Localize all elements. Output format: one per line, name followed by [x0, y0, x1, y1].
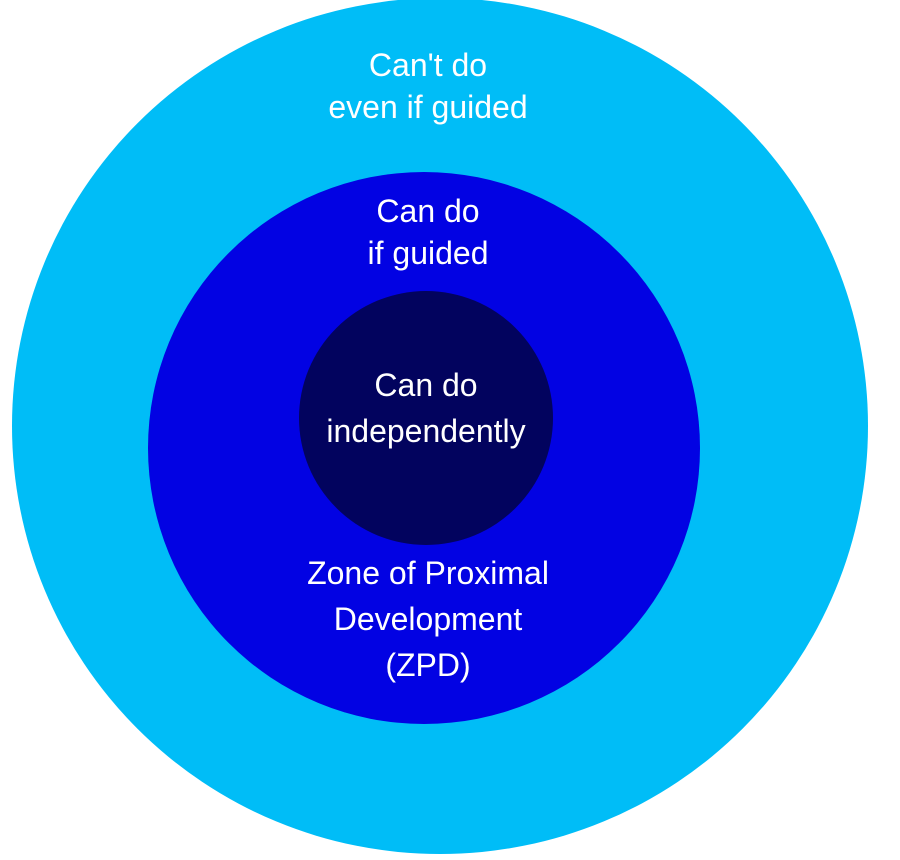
middle-ring-label-line-2: if guided — [368, 235, 489, 271]
zpd-label-line-1: Zone of Proximal — [307, 555, 549, 591]
zpd-label-line-2: Development — [334, 601, 523, 637]
middle-ring-label-line-1: Can do — [376, 193, 479, 229]
inner-circle-label-line-1: Can do — [374, 367, 477, 403]
outer-ring-label-line-2: even if guided — [328, 89, 527, 125]
inner-circle-can-do-independently — [299, 291, 553, 545]
outer-ring-label-line-1: Can't do — [369, 47, 487, 83]
zpd-label-line-3: (ZPD) — [385, 647, 470, 683]
inner-circle-label-line-2: independently — [326, 413, 525, 449]
